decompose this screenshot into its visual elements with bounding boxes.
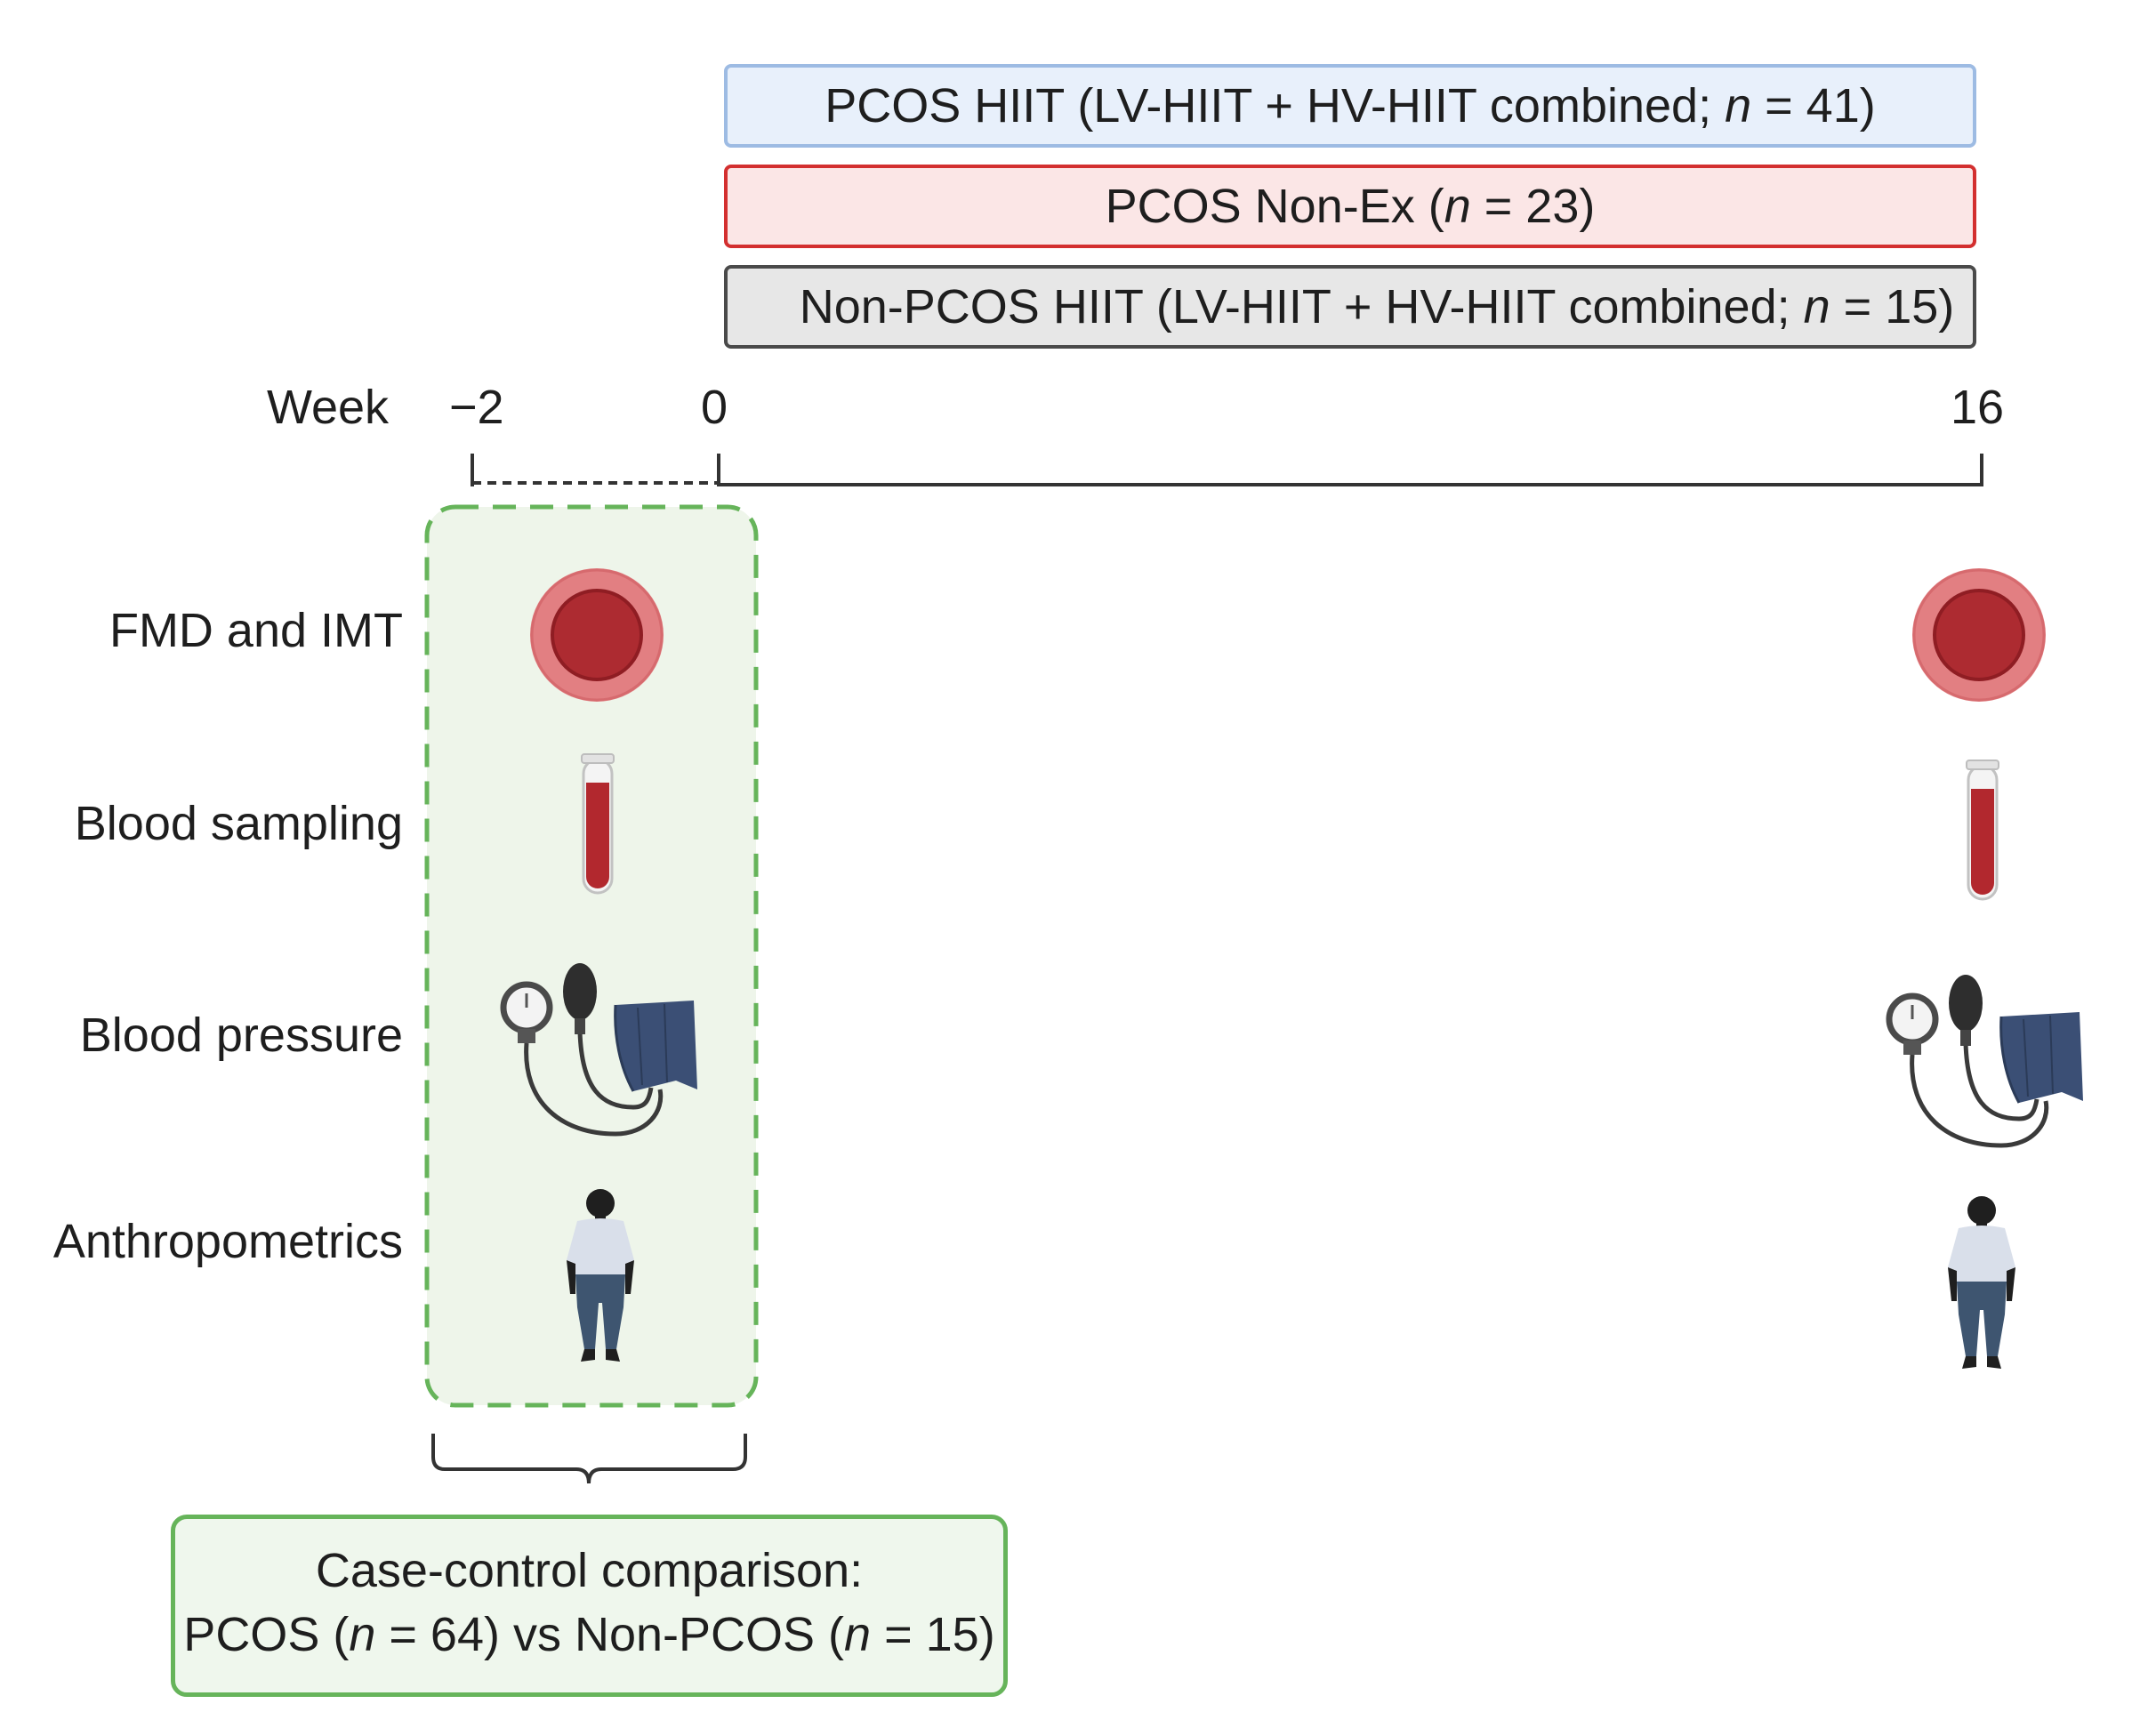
person-icon <box>1948 1196 2015 1369</box>
red-blood-cell-icon <box>1911 567 2048 703</box>
tick-label-minus2: −2 <box>449 381 504 434</box>
row-label-blood-sampling: Blood sampling <box>74 797 403 850</box>
blood-tube-icon <box>580 752 615 895</box>
blood-tube-icon <box>1965 759 2000 901</box>
blood-pressure-monitor-icon <box>1889 975 2083 1145</box>
case-control-box: Case-control comparison: PCOS (n = 64) v… <box>171 1515 1008 1697</box>
timeline-label: Week <box>267 381 390 434</box>
group-nonpcos-hiit: Non-PCOS HIIT (LV-HIIT + HV-HIIT combine… <box>724 265 1976 349</box>
group-pcos-hiit-label: PCOS HIIT (LV-HIIT + HV-HIIT combined; n… <box>825 79 1876 133</box>
case-control-groups: PCOS (n = 64) vs Non-PCOS (n = 15) <box>183 1608 995 1661</box>
group-pcos-nonex-label: PCOS Non-Ex (n = 23) <box>1105 180 1596 233</box>
baseline-measurements-frame <box>424 504 759 1408</box>
tick-label-0: 0 <box>701 381 728 434</box>
red-blood-cell-icon <box>528 567 665 703</box>
case-control-title: Case-control comparison: <box>315 1544 864 1597</box>
row-label-fmd-imt: FMD and IMT <box>109 604 403 657</box>
group-pcos-hiit: PCOS HIIT (LV-HIIT + HV-HIIT combined; n… <box>724 64 1976 148</box>
row-label-blood-pressure: Blood pressure <box>79 1009 403 1062</box>
group-nonpcos-hiit-label: Non-PCOS HIIT (LV-HIIT + HV-HIIT combine… <box>799 280 1955 334</box>
tick-label-16: 16 <box>1951 381 2005 434</box>
row-label-anthropometrics: Anthropometrics <box>52 1215 403 1268</box>
group-pcos-nonex: PCOS Non-Ex (n = 23) <box>724 165 1976 248</box>
comparison-brace <box>431 1434 747 1484</box>
